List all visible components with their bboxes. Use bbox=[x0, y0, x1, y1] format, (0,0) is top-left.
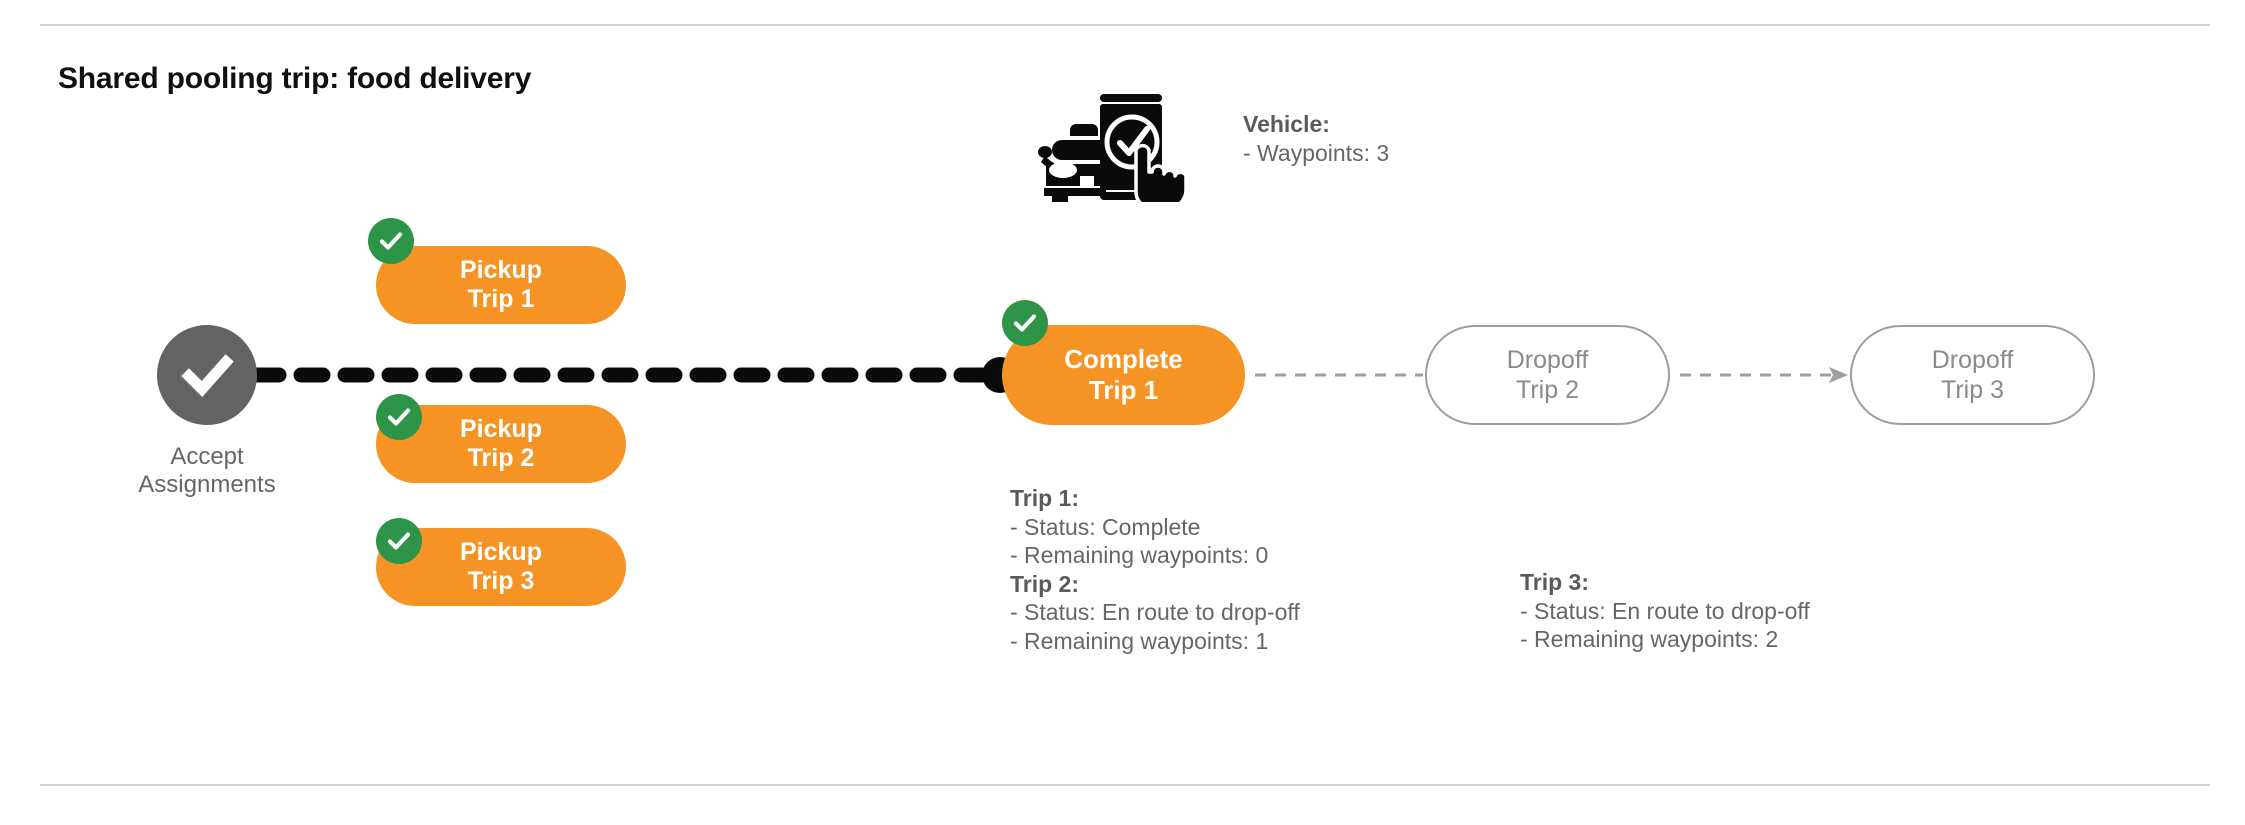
pickup-1-line2: Trip 1 bbox=[467, 285, 535, 313]
trip-3-waypoints-line: - Remaining waypoints: 2 bbox=[1520, 626, 1779, 653]
trip-3-info-block: Trip 3: - Status: En route to drop-off -… bbox=[1520, 568, 1810, 654]
complete-line1: Complete bbox=[1064, 344, 1183, 375]
pickup-1-line1: Pickup bbox=[460, 255, 542, 284]
node-dropoff-trip-3[interactable]: Dropoff Trip 3 bbox=[1850, 325, 2095, 425]
trip-3-header: Trip 3: bbox=[1520, 569, 1590, 595]
check-badge-icon bbox=[387, 532, 411, 550]
check-circle-icon bbox=[181, 354, 234, 398]
accept-assignments-label: Accept Assignments bbox=[57, 443, 357, 499]
dropoff-2-line1: Dropoff bbox=[1506, 346, 1589, 374]
pickup-3-line2: Trip 3 bbox=[467, 567, 535, 595]
check-badge-icon bbox=[1013, 314, 1037, 332]
node-dropoff-trip-2[interactable]: Dropoff Trip 2 bbox=[1425, 325, 1670, 425]
trip-2-waypoints-line: - Remaining waypoints: 1 bbox=[1010, 627, 1269, 654]
dropoff-2-line2: Trip 2 bbox=[1516, 376, 1579, 404]
node-accept-assignments[interactable] bbox=[157, 325, 257, 425]
check-badge-pickup-2 bbox=[376, 394, 422, 440]
check-badge-icon bbox=[379, 232, 403, 250]
page-title: Shared pooling trip: food delivery bbox=[58, 62, 532, 95]
pickup-2-line2: Trip 2 bbox=[467, 444, 535, 472]
pickup-3-line1: Pickup bbox=[460, 537, 542, 566]
check-badge-complete-trip-1 bbox=[1002, 300, 1048, 346]
accept-label-line1: Accept bbox=[170, 443, 244, 470]
pickup-2-line1: Pickup bbox=[460, 414, 542, 443]
vehicle-waypoints-line: - Waypoints: 3 bbox=[1243, 139, 1390, 166]
node-pickup-trip-3[interactable]: Pickup Trip 3 bbox=[376, 528, 626, 606]
check-badge-pickup-1 bbox=[368, 218, 414, 264]
accept-circle bbox=[157, 325, 257, 425]
car-phone-check-icon bbox=[1038, 94, 1188, 202]
node-pickup-trip-1[interactable]: Pickup Trip 1 bbox=[376, 246, 626, 324]
bottom-divider bbox=[40, 784, 2210, 786]
accept-label-line2: Assignments bbox=[138, 471, 276, 499]
vehicle-info-block: Vehicle: - Waypoints: 3 bbox=[1243, 110, 1389, 167]
trip-1-header: Trip 1: bbox=[1010, 485, 1080, 511]
trip-2-status-line: - Status: En route to drop-off bbox=[1010, 599, 1300, 626]
trip-1-status-line: - Status: Complete bbox=[1010, 513, 1201, 540]
connector-arrowhead-icon bbox=[1829, 367, 1848, 383]
trip-2-header: Trip 2: bbox=[1010, 570, 1080, 597]
trip-3-status-line: - Status: En route to drop-off bbox=[1520, 597, 1810, 624]
vehicle-info-header: Vehicle: bbox=[1243, 111, 1330, 137]
trip-1-waypoints-line: - Remaining waypoints: 0 bbox=[1010, 542, 1269, 569]
top-divider bbox=[40, 24, 2210, 26]
check-badge-pickup-3 bbox=[376, 518, 422, 564]
trip-1-2-info-block: Trip 1: - Status: Complete - Remaining w… bbox=[1010, 484, 1300, 655]
check-badge-icon bbox=[387, 408, 411, 426]
dropoff-3-line1: Dropoff bbox=[1931, 346, 2014, 374]
complete-line2: Trip 1 bbox=[1088, 375, 1159, 405]
dropoff-3-line2: Trip 3 bbox=[1941, 376, 2004, 404]
node-complete-trip-1[interactable]: Complete Trip 1 bbox=[1002, 325, 1245, 425]
